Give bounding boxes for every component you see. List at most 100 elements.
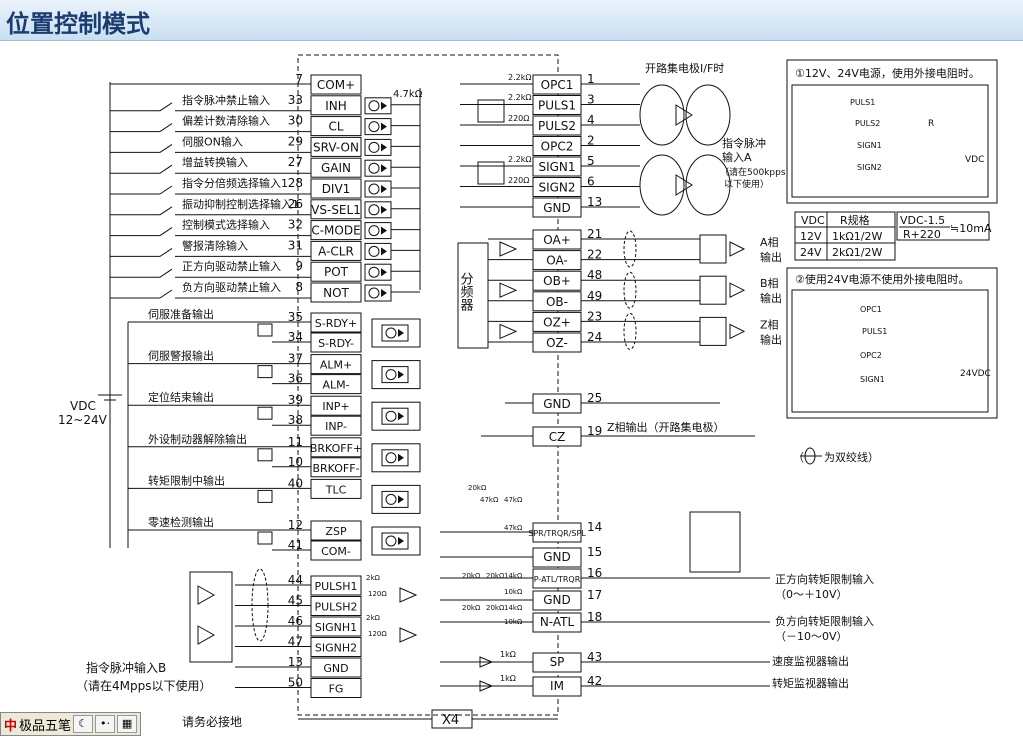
spec-row2-v: 24V — [800, 246, 822, 259]
spec-row1-r: 1kΩ1/2W — [832, 230, 882, 243]
signal-opc1: OPC1 — [541, 78, 574, 92]
pin-r23: 23 — [587, 309, 602, 323]
input-label-32: 控制模式选择输入 — [182, 218, 270, 232]
pin-41: 41 — [288, 538, 303, 552]
inset-box-1 — [786, 59, 998, 204]
signal-sign1: SIGN1 — [538, 160, 575, 174]
pin-r42: 42 — [587, 674, 602, 688]
phase-out-2: 输出 — [760, 332, 782, 346]
signal-inp-: INP- — [325, 420, 347, 433]
twisted-pair-symbol: （ — [793, 447, 822, 465]
signal-cl: CL — [328, 120, 343, 134]
res-120-a: 120Ω — [368, 590, 387, 598]
pin-10: 10 — [288, 455, 303, 469]
output-label-5: 零速检测输出 — [148, 515, 214, 529]
input-label-28: 指令分倍频选择输入1 — [182, 176, 288, 190]
pin-27: 27 — [288, 155, 303, 169]
input-label-8: 负方向驱动禁止输入 — [182, 280, 281, 294]
res-10k-a: 10kΩ — [504, 588, 523, 596]
divider-box — [457, 242, 489, 349]
punctuation-icon[interactable]: •· — [95, 715, 116, 733]
pin-r49: 49 — [587, 289, 602, 303]
res-im: 1kΩ — [500, 674, 516, 683]
pin-32: 32 — [288, 218, 303, 232]
pulse-a-3: （请在500kpps — [720, 166, 786, 178]
torque-monitor: 转矩监视器输出 — [772, 676, 849, 690]
twisted-note: 为双绞线） — [824, 450, 879, 464]
moon-icon[interactable]: ☾ — [73, 715, 94, 733]
signal-box-pot — [310, 261, 362, 282]
output-label-0: 伺服准备输出 — [148, 307, 214, 321]
signal-box-not — [310, 282, 362, 303]
signal-pot: POT — [324, 265, 349, 279]
pin-44: 44 — [288, 573, 303, 587]
signal-tlc: TLC — [325, 483, 347, 496]
input-label-30: 偏差计数清除输入 — [182, 114, 270, 128]
res-47k-c: 47kΩ — [504, 524, 523, 532]
signal-oan: OA- — [546, 254, 568, 268]
signal-puls2: PULS2 — [538, 119, 576, 133]
signal-c-mode: C-MODE — [311, 224, 360, 238]
input-label-33: 指令脉冲禁止输入 — [182, 93, 270, 107]
pin-50: 50 — [288, 676, 303, 690]
title-bar: 位置控制模式 — [0, 0, 1023, 41]
signal-box-div1 — [310, 178, 362, 199]
pin-35: 35 — [288, 310, 303, 324]
signal-inp+: INP+ — [322, 400, 349, 413]
ime-name[interactable]: 极品五笔 — [19, 718, 72, 734]
pin-r48: 48 — [587, 268, 602, 282]
signal-box-brkoff+ — [310, 437, 362, 458]
pin-31: 31 — [288, 238, 303, 252]
pin-8: 8 — [295, 280, 303, 294]
pin-33: 33 — [288, 93, 303, 107]
pulse-a-2: 输入A — [722, 150, 752, 164]
signal-ozp: OZ+ — [543, 315, 571, 329]
pin-13: 13 — [288, 655, 303, 669]
signal-im: IM — [550, 679, 564, 693]
ground-note: 请务必接地 — [182, 714, 242, 729]
signal-signh2: SIGNH2 — [315, 642, 357, 655]
pin-28: 28 — [288, 176, 303, 190]
res-2k-b: 2kΩ — [366, 614, 381, 622]
res-20k-a: 20kΩ — [468, 484, 487, 492]
pulse-a-4: 以下使用） — [724, 178, 769, 190]
page-title: 位置控制模式 — [6, 10, 150, 38]
res-47k-b: 47kΩ — [504, 496, 523, 504]
res-14k-a: 14kΩ — [504, 572, 523, 580]
pin-9: 9 — [295, 259, 303, 273]
signal-inh: INH — [325, 99, 347, 113]
inset-pin-1: PULS2 — [855, 119, 880, 128]
svg-text:（: （ — [793, 451, 804, 464]
inset-pin-0: PULS1 — [850, 98, 875, 107]
signal-puls1: PULS1 — [538, 99, 576, 113]
signal-box-alm+ — [310, 354, 362, 375]
signal-gnd: GND — [323, 662, 348, 675]
signal-com+: COM+ — [317, 78, 355, 92]
note-1: ①12V、24V电源，使用外接电阻时。 — [795, 66, 980, 80]
res-opc1: 2.2kΩ — [508, 73, 531, 82]
spec-row1-v: 12V — [800, 230, 822, 243]
output-label-1: 伺服警报输出 — [148, 349, 214, 363]
spec-formula-top: VDC-1.5 — [900, 214, 945, 227]
signal-box-zsp — [310, 520, 362, 541]
keyboard-icon[interactable]: ▦ — [117, 715, 138, 733]
divider-label: 分频器 — [458, 272, 474, 312]
pin-38: 38 — [288, 413, 303, 427]
res-20k-b: 20kΩ — [462, 572, 481, 580]
ime-brand-icon[interactable]: 中 — [4, 718, 18, 734]
signal-gnd: GND — [543, 201, 571, 215]
pin-40: 40 — [288, 476, 303, 490]
signal-box-cl — [310, 116, 362, 137]
pin-r24: 24 — [587, 330, 602, 344]
line-driver-b — [189, 571, 233, 663]
phase-out-0: 输出 — [760, 250, 782, 264]
signal-box-a-clr — [310, 240, 362, 261]
pulse-input-b-2: （请在4Mpps以下使用） — [76, 678, 211, 693]
pin-30: 30 — [288, 114, 303, 128]
signal-gain: GAIN — [321, 161, 351, 175]
ime-toolbar[interactable]: 中 极品五笔 ☾ •· ▦ — [0, 712, 142, 736]
signal-box-vs-sel1 — [310, 199, 362, 220]
signal-box-srv-on — [310, 136, 362, 157]
phase-label-2: Z相 — [760, 318, 779, 331]
pin-r5: 5 — [587, 154, 595, 168]
